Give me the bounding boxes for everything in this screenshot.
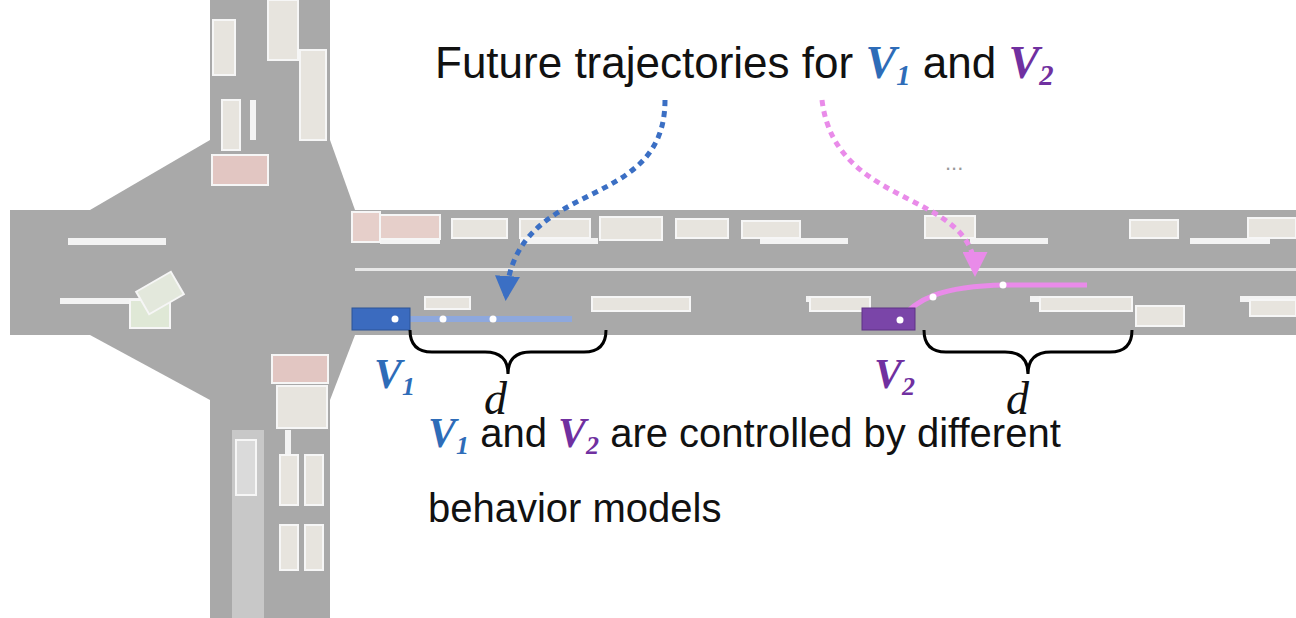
note-text: V1 and V2 are controlled by different be… xyxy=(428,402,1088,539)
parked-cars xyxy=(130,0,1296,570)
trajectories xyxy=(395,285,1087,320)
title-callout: Future trajectories for V1 and V2 xyxy=(435,36,1054,92)
pointer-arrows xyxy=(506,100,975,296)
vehicle-label: V1 xyxy=(374,350,415,402)
trajectory-points xyxy=(392,282,1007,324)
vehicle-label: V2 xyxy=(874,350,915,402)
roads xyxy=(10,0,1296,618)
ellipsis: ... xyxy=(945,150,963,176)
vehicles xyxy=(352,308,915,330)
braces xyxy=(410,330,1132,374)
